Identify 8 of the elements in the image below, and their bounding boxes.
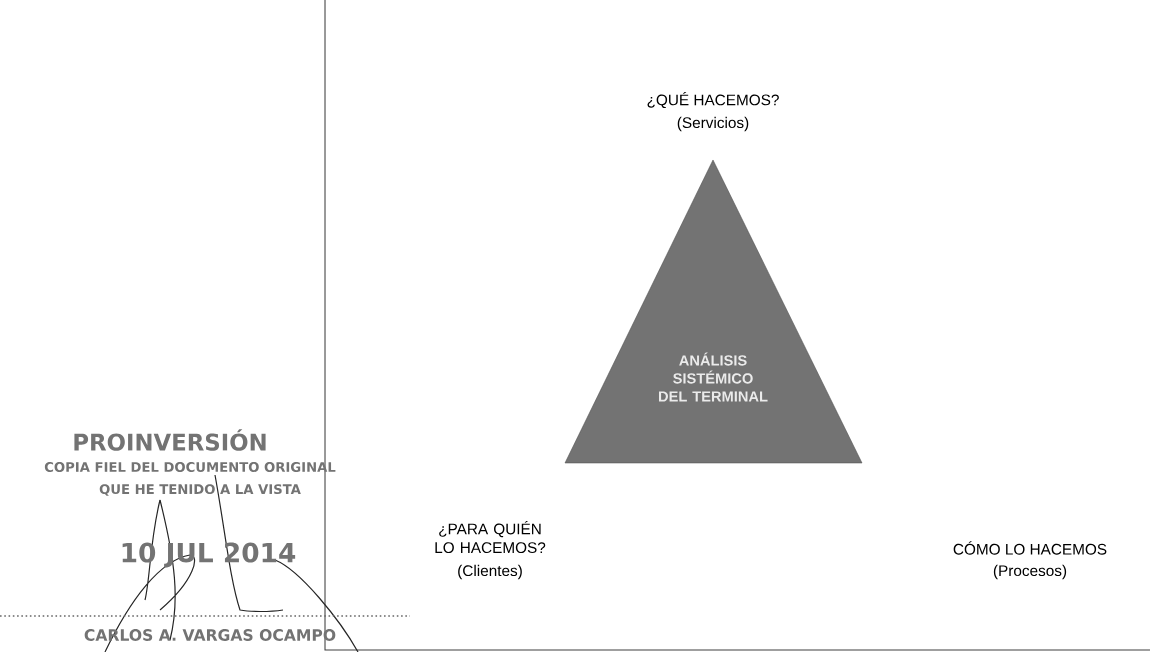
subheading-label: (Clientes): [458, 564, 522, 580]
stamp-title: PROINVERSIÓN: [74, 429, 266, 451]
heading-label: ¿QUÉ HACEMOS?: [647, 91, 779, 109]
stamp-text: QUE HE TENIDO A LA VISTA: [99, 484, 301, 496]
subheading-label: (Servicios): [677, 116, 749, 132]
subheading-label: (Procesos): [993, 564, 1067, 580]
heading-label: CÓMO LO HACEMOS: [953, 541, 1107, 555]
heading-label: ¿PARA QUIÉN LO HACEMOS?: [435, 520, 546, 554]
